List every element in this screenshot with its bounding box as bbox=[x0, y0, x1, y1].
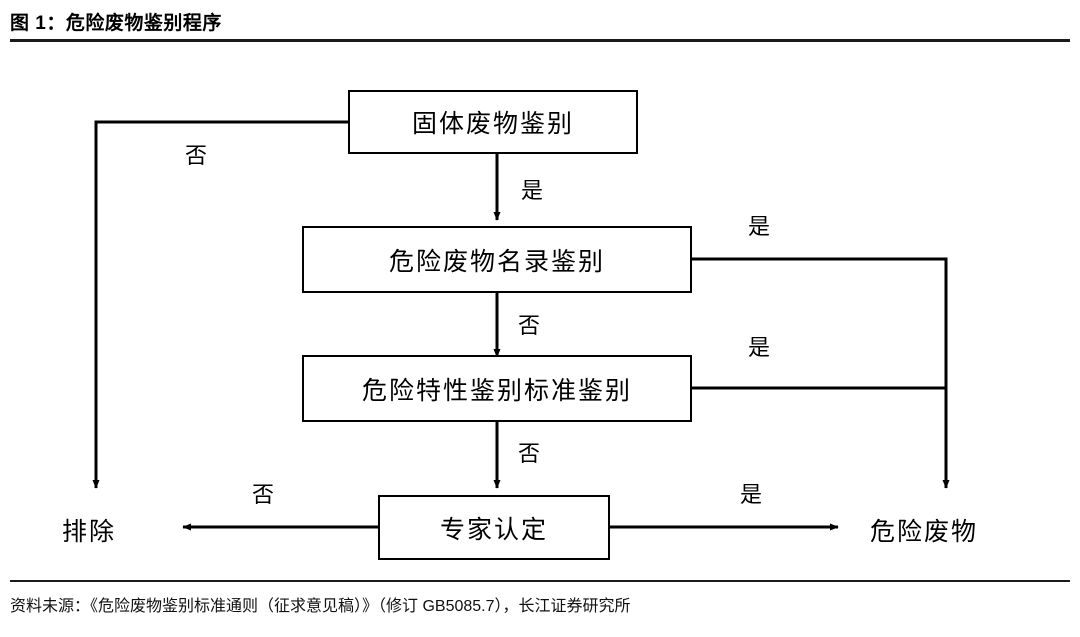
edge-label-yes-right-1: 是 bbox=[748, 214, 771, 239]
node-expert-label: 专家认定 bbox=[439, 515, 548, 544]
flowchart-connectors bbox=[92, 120, 950, 531]
edge-label-no-top-left: 否 bbox=[185, 143, 208, 168]
source-note: 资料未源：《危险废物鉴别标准通则（征求意见稿）》（修订 GB5085.7），长江… bbox=[10, 598, 631, 615]
edge-label-no-mid-2: 否 bbox=[518, 441, 541, 466]
header-divider bbox=[10, 39, 1070, 42]
edge-label-yes-bottom: 是 bbox=[740, 482, 763, 507]
node-solid-waste[interactable]: 固体废物鉴别 bbox=[348, 90, 638, 154]
terminal-hazardous-waste: 危险废物 bbox=[870, 518, 979, 546]
node-solid-waste-label: 固体废物鉴别 bbox=[411, 110, 574, 138]
node-expert-assessment[interactable]: 专家认定 bbox=[378, 495, 610, 560]
node-hazard-list[interactable]: 危险废物名录鉴别 bbox=[302, 226, 692, 293]
edge-label-no-mid-1: 否 bbox=[518, 313, 541, 338]
edge-label-no-bottom: 否 bbox=[252, 482, 275, 507]
page-title: 图 1：危险废物鉴别程序 bbox=[10, 13, 222, 34]
flowchart-canvas: 固体废物鉴别 危险废物名录鉴别 危险特性鉴别标准鉴别 专家认定 排除 危险废物 … bbox=[0, 40, 1080, 580]
node-hazard-list-label: 危险废物名录鉴别 bbox=[388, 247, 605, 276]
footer-divider bbox=[10, 580, 1070, 582]
edge-label-yes-top: 是 bbox=[521, 178, 544, 203]
node-hazard-standard[interactable]: 危险特性鉴别标准鉴别 bbox=[302, 355, 692, 422]
terminal-exclude: 排除 bbox=[62, 518, 117, 546]
node-hazard-standard-label: 危险特性鉴别标准鉴别 bbox=[361, 376, 632, 405]
figure-header: 图 1：危险废物鉴别程序 bbox=[10, 6, 1070, 42]
edge-label-yes-right-2: 是 bbox=[748, 335, 771, 360]
